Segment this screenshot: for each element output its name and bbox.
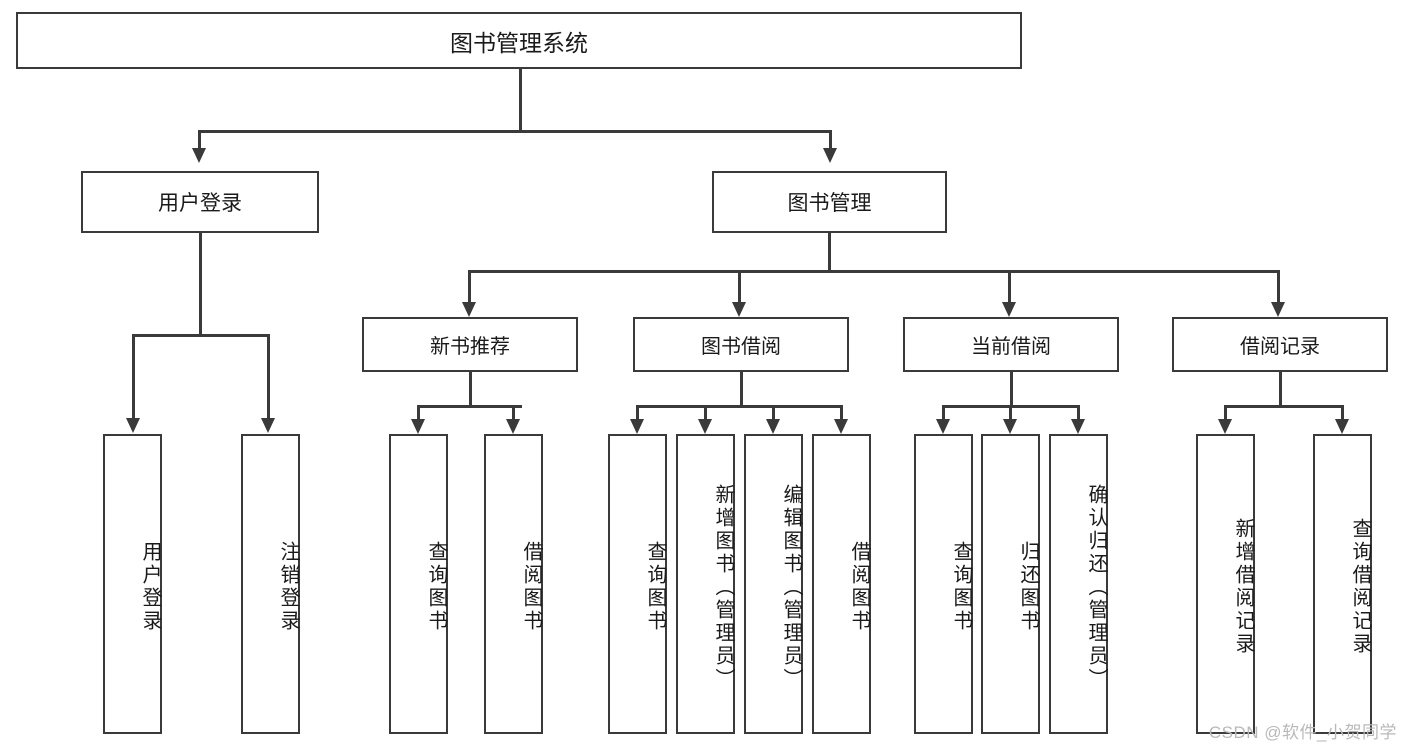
connector-root-stem [519, 69, 522, 131]
node-label: 图书借阅 [701, 336, 781, 358]
connector-cb-drop-3 [1077, 405, 1080, 419]
arrow-to-leaf-user-login [126, 418, 140, 433]
leaf-user-login[interactable]: 用户登录 [103, 434, 162, 734]
arrow-to-leaf-bb-1 [630, 419, 644, 434]
leaf-label: 借阅图书 [848, 541, 870, 633]
connector-br-bus [1224, 405, 1343, 408]
arrow-to-leaf-logout [261, 418, 275, 433]
leaf-br-query-record[interactable]: 查询借阅记录 [1313, 434, 1372, 734]
node-user-login[interactable]: 用户登录 [81, 171, 319, 233]
arrow-to-current-borrow [1002, 302, 1016, 317]
arrow-to-leaf-br-1 [1218, 419, 1232, 434]
node-label: 图书管理系统 [450, 29, 588, 56]
connector-user-login-stem [199, 233, 202, 335]
node-label: 新书推荐 [430, 336, 510, 358]
connector-br-drop-1 [1224, 405, 1227, 419]
leaf-bb-query-book[interactable]: 查询图书 [608, 434, 667, 734]
connector-nbr-drop-1 [417, 405, 420, 419]
node-label: 当前借阅 [971, 336, 1051, 358]
arrow-to-leaf-cb-3 [1071, 419, 1085, 434]
arrow-to-new-book-recommend [462, 302, 476, 317]
arrow-to-leaf-cb-2 [1003, 419, 1017, 434]
connector-root-drop-left [198, 130, 201, 148]
connector-user-login-drop-2 [267, 334, 270, 418]
node-label: 图书管理 [787, 192, 872, 215]
connector-br-drop-2 [1341, 405, 1344, 419]
connector-book-manage-bus [468, 270, 1279, 273]
leaf-label: 编辑图书（管理员） [780, 483, 802, 691]
leaf-label: 查询借阅记录 [1349, 518, 1371, 656]
leaf-br-add-record[interactable]: 新增借阅记录 [1196, 434, 1255, 734]
node-borrow-record[interactable]: 借阅记录 [1172, 317, 1388, 372]
connector-bb-drop-3 [772, 405, 775, 419]
node-book-borrow[interactable]: 图书借阅 [633, 317, 849, 372]
node-root-book-management-system[interactable]: 图书管理系统 [16, 12, 1022, 69]
leaf-nbr-borrow-book[interactable]: 借阅图书 [484, 434, 543, 734]
leaf-cb-query-book[interactable]: 查询图书 [914, 434, 973, 734]
leaf-label: 新增图书（管理员） [712, 483, 734, 691]
connector-cb-drop-2 [1009, 405, 1012, 419]
connector-user-login-bus [132, 334, 269, 337]
connector-cb-stem [1010, 372, 1013, 406]
arrow-to-book-manage [823, 148, 837, 163]
leaf-cb-confirm-return-admin[interactable]: 确认归还（管理员） [1049, 434, 1108, 734]
connector-br-stem [1279, 372, 1282, 406]
node-new-book-recommend[interactable]: 新书推荐 [362, 317, 578, 372]
connector-bb-bus [636, 405, 843, 408]
node-book-manage[interactable]: 图书管理 [712, 171, 947, 233]
connector-root-bus [198, 130, 831, 133]
arrow-to-leaf-bb-2 [698, 419, 712, 434]
connector-root-drop-right [829, 130, 832, 148]
arrow-to-leaf-bb-4 [834, 419, 848, 434]
leaf-label: 查询图书 [950, 541, 972, 633]
arrow-to-leaf-br-2 [1335, 419, 1349, 434]
connector-bm-drop-4 [1277, 270, 1280, 302]
leaf-bb-edit-book-admin[interactable]: 编辑图书（管理员） [744, 434, 803, 734]
leaf-label: 注销登录 [277, 541, 299, 633]
connector-bb-drop-2 [704, 405, 707, 419]
connector-user-login-drop-1 [132, 334, 135, 418]
arrow-to-book-borrow [732, 302, 746, 317]
leaf-bb-borrow-book[interactable]: 借阅图书 [812, 434, 871, 734]
connector-bm-drop-1 [468, 270, 471, 302]
leaf-label: 确认归还（管理员） [1085, 483, 1107, 691]
connector-nbr-bus [417, 405, 522, 408]
leaf-label: 查询图书 [425, 541, 447, 633]
connector-bm-drop-3 [1008, 270, 1011, 302]
leaf-label: 用户登录 [139, 541, 161, 633]
arrow-to-borrow-record [1271, 302, 1285, 317]
arrow-to-leaf-nbr-2 [506, 419, 520, 434]
leaf-bb-add-book-admin[interactable]: 新增图书（管理员） [676, 434, 735, 734]
watermark-text: CSDN @软件_小贺同学 [1208, 723, 1397, 742]
arrow-to-leaf-nbr-1 [411, 419, 425, 434]
connector-book-manage-stem [828, 233, 831, 271]
leaf-logout[interactable]: 注销登录 [241, 434, 300, 734]
leaf-label: 查询图书 [644, 541, 666, 633]
connector-bm-drop-2 [738, 270, 741, 302]
leaf-nbr-query-book[interactable]: 查询图书 [389, 434, 448, 734]
connector-bb-drop-1 [636, 405, 639, 419]
leaf-label: 借阅图书 [520, 541, 542, 633]
node-label: 借阅记录 [1240, 336, 1320, 358]
arrow-to-leaf-bb-3 [766, 419, 780, 434]
connector-nbr-drop-2 [512, 405, 515, 419]
connector-nbr-stem [469, 372, 472, 406]
node-current-borrow[interactable]: 当前借阅 [903, 317, 1119, 372]
connector-bb-stem [740, 372, 743, 406]
connector-cb-drop-1 [942, 405, 945, 419]
arrow-to-leaf-cb-1 [936, 419, 950, 434]
leaf-label: 归还图书 [1017, 541, 1039, 633]
arrow-to-user-login [192, 148, 206, 163]
node-label: 用户登录 [158, 192, 242, 215]
leaf-label: 新增借阅记录 [1232, 518, 1254, 656]
leaf-cb-return-book[interactable]: 归还图书 [981, 434, 1040, 734]
connector-bb-drop-4 [840, 405, 843, 419]
